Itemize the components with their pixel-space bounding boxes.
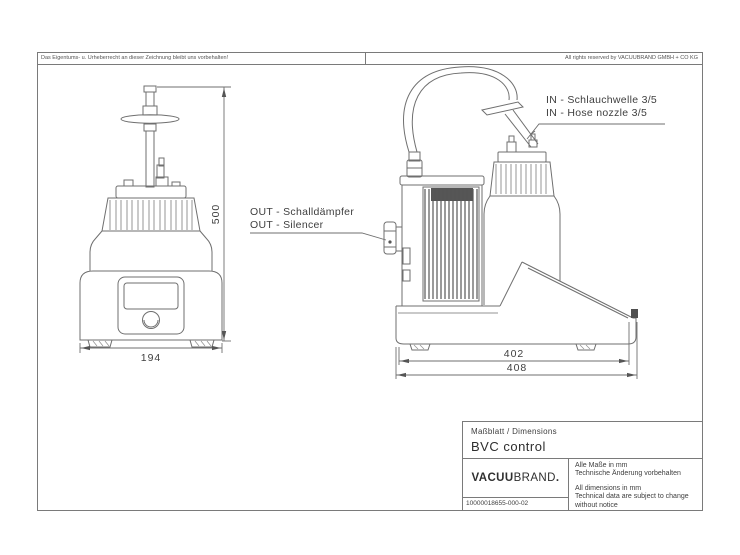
dim-height-value: 500 [210,204,222,225]
in-leader-line [526,123,665,140]
note-de-1: Alle Maße in mm [575,462,628,469]
out-label-en: OUT - Silencer [250,218,324,231]
out-label-de: OUT - Schalldämpfer [250,206,355,218]
product-title: BVC control [471,439,546,454]
side-view-drawing [383,66,638,351]
suction-tube-front [120,85,180,188]
silencer [383,221,402,255]
base-side [395,261,638,351]
power-switch-knob [631,309,638,318]
dim-base-length-value: 402 [504,348,525,360]
dim-overall-length-value: 408 [507,362,528,374]
note-en-2: Technical data are subject to change [575,493,689,501]
dimension-500: 500 [157,86,231,342]
in-hose-nozzle-label: IN - Schlauchwelle 3/5 IN - Hose nozzle … [546,94,657,120]
dimension-194: 194 [79,343,223,364]
tubing [403,66,539,153]
notes-column: Alle Maße in mm Technische Änderung vorb… [568,459,702,510]
dimension-402: 402 [398,322,630,365]
note-en-1: All dimensions in mm [575,484,642,492]
doc-type-label: Maßblatt / Dimensions [471,427,557,436]
note-en-3: without notice [575,501,618,509]
in-label-de: IN - Schlauchwelle 3/5 [546,94,658,106]
copyright-note-de: Das Eigentums- u. Urheberrecht an dieser… [38,53,366,64]
copyright-band: Das Eigentums- u. Urheberrecht an dieser… [38,53,702,65]
out-silencer-label: OUT - Schalldämpfer OUT - Silencer [250,206,354,232]
in-label-en: IN - Hose nozzle 3/5 [546,106,648,119]
front-view-drawing [79,85,223,348]
doc-number: 10000018655-000-02 [463,497,568,510]
vacuum-bottle-side [483,130,561,305]
title-block-header: Maßblatt / Dimensions BVC control [463,422,702,459]
logo-part-bold: VACUU [471,472,514,484]
dim-front-width-value: 194 [141,352,162,364]
note-de-2: Technische Änderung vorbehalten [575,470,681,478]
out-leader-line [250,232,387,241]
logo-mark: . [555,472,560,484]
collection-bottle-front [89,230,213,271]
copyright-note-en: All rights reserved by VACUUBRAND GMBH +… [565,55,698,61]
logo-part-light: BRAND [513,472,556,484]
dimension-408: 408 [395,322,638,379]
drawing-frame: Das Eigentums- u. Urheberrecht an dieser… [37,52,703,511]
bottle-cap-front [101,176,201,232]
base-front [79,270,223,348]
pump-unit-side [399,151,485,307]
